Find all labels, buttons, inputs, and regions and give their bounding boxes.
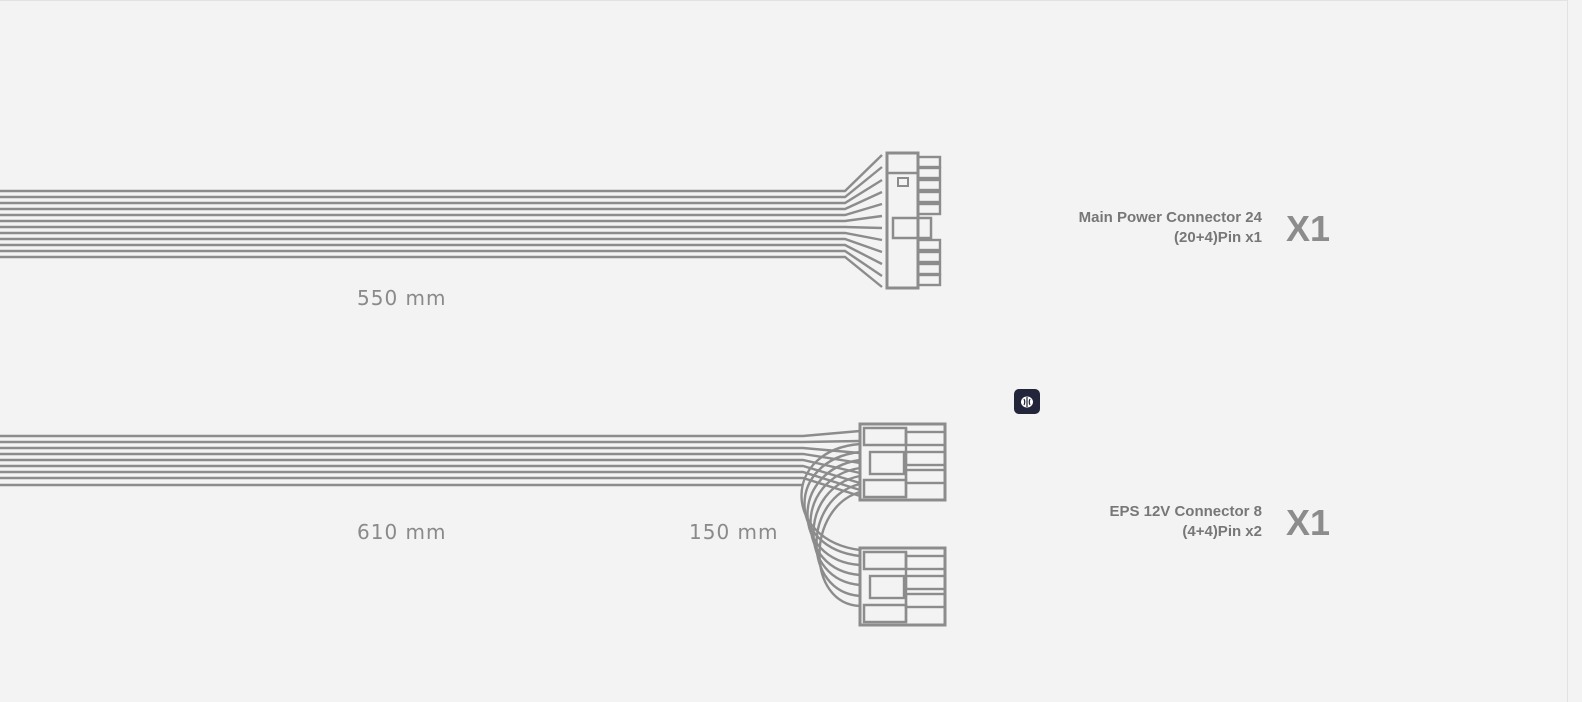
connector-name-line1: EPS 12V Connector 8 [1109, 503, 1262, 520]
brain-icon [1021, 396, 1033, 407]
connector-name: EPS 12V Connector 8 (4+4)Pin x2 [1040, 502, 1262, 542]
connector-name: Main Power Connector 24 (20+4)Pin x1 [1040, 208, 1262, 248]
connector-quantity: X1 [1286, 208, 1331, 249]
cable-length-label: 550 mm [357, 286, 447, 310]
connector-name-line2: (4+4)Pin x2 [1182, 523, 1262, 540]
connector-name-line2: (20+4)Pin x1 [1174, 229, 1262, 246]
brain-badge-button[interactable] [1014, 389, 1040, 414]
cable-split-length-label: 150 mm [689, 520, 779, 544]
connector-quantity: X1 [1286, 502, 1331, 543]
cable-length-label: 610 mm [357, 520, 447, 544]
eps-cable-drawing [0, 422, 947, 627]
scrollbar[interactable] [1568, 0, 1582, 702]
main-power-cable-drawing [0, 151, 942, 290]
connector-name-line1: Main Power Connector 24 [1078, 209, 1262, 226]
